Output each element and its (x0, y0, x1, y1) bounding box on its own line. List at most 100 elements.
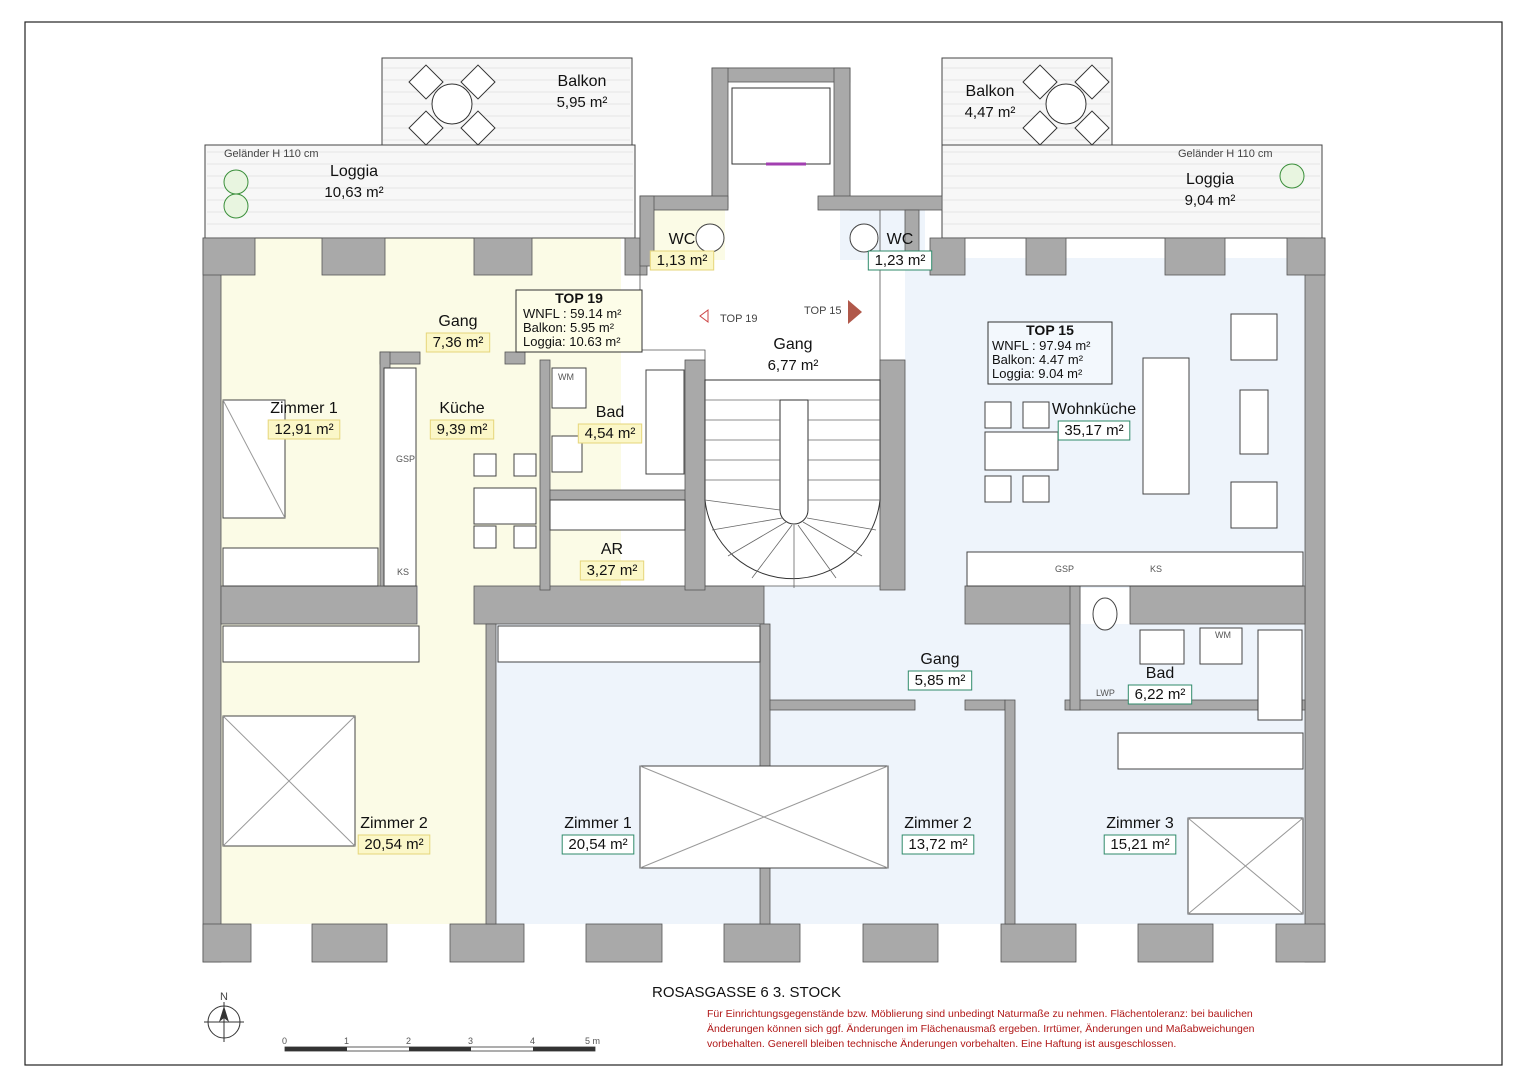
room-area-wohnkueche: 35,17 m² (1064, 422, 1123, 439)
unit-balkon-top19: Balkon: 5.95 m² (523, 320, 615, 335)
room-label-balkon-left: Balkon 5,95 m² (557, 73, 608, 111)
room-label-zimmer1-top19: Zimmer 1 12,91 m² (267, 400, 341, 440)
room-area-gang-top15: 5,85 m² (915, 672, 966, 689)
room-label-ar: AR3,27 m² (579, 541, 645, 581)
room-area-box-gang-top19 (425, 332, 491, 353)
room-name-zimmer1-top19: Zimmer 1 (270, 400, 338, 417)
scale-tick-0: 0 (282, 1036, 287, 1046)
room-area-zimmer2-top19: 20,54 m² (364, 836, 423, 853)
room-label-bad-top19: Bad 4,54 m² (577, 404, 643, 444)
room-name-balkon-left: Balkon (558, 73, 607, 90)
room-labels: Balkon 5,95 m² Loggia 10,63 m² WC 1,13 m² Gang… (267, 73, 1236, 855)
room-label-wc-left: WC 1,13 m² (649, 231, 715, 271)
room-name-zimmer1-top15: Zimmer 1 (564, 815, 632, 832)
ks-label-top19: KS (397, 567, 409, 577)
entrance-label-top19: TOP 19 (720, 313, 758, 325)
room-area-box-zimmer1-top15 (561, 834, 635, 855)
room-area-loggia-right: 9,04 m² (1185, 192, 1236, 209)
room-name-wc-left: WC (669, 231, 696, 248)
room-name-wc-right: WC (887, 231, 914, 248)
room-name-wohnkueche: Wohnküche (1052, 401, 1136, 418)
entrance-marker-top19 (699, 309, 709, 323)
room-area-wc-left: 1,13 m² (657, 252, 708, 269)
gsp-label-top19: GSP (396, 454, 415, 464)
room-area-ar: 3,27 m² (587, 562, 638, 579)
room-area-wc-right: 1,23 m² (875, 252, 926, 269)
room-name-gang-top19: Gang (438, 313, 477, 330)
room-label-zimmer2-top15: Zimmer 2 13,72 m² (901, 815, 975, 855)
room-area-box-kueche (429, 419, 495, 440)
unit-wnfl-top19: WNFL : 59.14 m² (523, 306, 622, 321)
room-label-wc-right: WC 1,23 m² (867, 231, 933, 271)
room-label-zimmer2-top19: Zimmer 2 20,54 m² (357, 815, 431, 855)
room-area-loggia-left: 10,63 m² (324, 184, 383, 201)
room-area-bad-top15: 6,22 m² (1135, 686, 1186, 703)
room-area-bad-top19: 4,54 m² (585, 425, 636, 442)
disclaimer-line-2: Änderungen können sich ggf. Änderungen i… (707, 1023, 1255, 1035)
room-label-wohnkueche: Wohnküche 35,17 m² (1052, 401, 1136, 441)
room-label-loggia-left: Loggia 10,63 m² (324, 163, 383, 201)
unit-balkon-top15: Balkon: 4.47 m² (992, 352, 1084, 367)
room-area-balkon-right: 4,47 m² (965, 104, 1016, 121)
furniture (222, 223, 1304, 915)
room-name-gang-stair: Gang (773, 336, 812, 353)
room-area-gang-stair: 6,77 m² (768, 357, 819, 374)
room-area-kueche: 9,39 m² (437, 421, 488, 438)
room-name-loggia-left: Loggia (330, 163, 378, 180)
entrance-marker-top15 (848, 300, 862, 324)
unit-title-top19: TOP 19 (555, 290, 603, 306)
railing-note-left: Geländer H 110 cm (224, 148, 319, 160)
unit-box-top15: TOP 15 WNFL : 97.94 m² Balkon: 4.47 m² L… (987, 321, 1113, 385)
room-area-box-wohnkueche (1057, 420, 1131, 441)
room-name-zimmer2-top19: Zimmer 2 (360, 815, 428, 832)
address-title: ROSASGASSE 6 3. STOCK (652, 984, 841, 1001)
room-label-zimmer3-top15: Zimmer 3 15,21 m² (1103, 815, 1177, 855)
room-area-box-zimmer2-top15 (901, 834, 975, 855)
room-area-box-gang-top15 (907, 670, 973, 691)
wm-label-top19: WM (558, 372, 574, 382)
room-area-zimmer1-top15: 20,54 m² (568, 836, 627, 853)
north-label: N (220, 991, 228, 1003)
scale-tick-4: 4 (530, 1036, 535, 1046)
unit-box-top19: TOP 19 WNFL : 59.14 m² Balkon: 5.95 m² L… (515, 289, 643, 353)
north-arrow: N (204, 991, 244, 1042)
page-frame (24, 21, 1503, 1066)
room-name-balkon-right: Balkon (966, 83, 1015, 100)
appliance-labels: WM KS GSP KS GSP WM LWP (396, 372, 1231, 698)
disclaimer-line-3: vorbehalten. Generell bleiben technische… (707, 1038, 1176, 1050)
disclaimer-line-1: Für Einrichtungsgegenstände bzw. Möblier… (707, 1008, 1253, 1020)
room-name-kueche: Küche (439, 400, 484, 417)
room-name-zimmer3-top15: Zimmer 3 (1106, 815, 1174, 832)
gsp-label-top15: GSP (1055, 564, 1074, 574)
wm-label-top15: WM (1215, 630, 1231, 640)
room-area-box-zimmer3-top15 (1103, 834, 1177, 855)
room-name-loggia-right: Loggia (1186, 171, 1234, 188)
staircase (704, 87, 881, 588)
room-area-box-bad-top19 (577, 423, 643, 444)
room-area-gang-top19: 7,36 m² (433, 334, 484, 351)
entrance-label-top15: TOP 15 (804, 305, 842, 317)
walls (202, 67, 1326, 963)
room-label-zimmer1-top15: Zimmer 1 20,54 m² (561, 815, 635, 855)
room-name-zimmer2-top15: Zimmer 2 (904, 815, 972, 832)
lwp-label: LWP (1096, 688, 1115, 698)
room-label-loggia-right: Loggia 9,04 m² (1185, 171, 1236, 209)
room-area-box-ar (579, 560, 645, 581)
room-label-gang-top19: Gang 7,36 m² (425, 313, 491, 353)
room-area-box-zimmer1-top19 (267, 419, 341, 440)
room-label-kueche: Küche 9,39 m² (429, 400, 495, 440)
room-name-gang-top15: Gang (920, 651, 959, 668)
room-area-zimmer2-top15: 13,72 m² (908, 836, 967, 853)
scale-tick-2: 2 (406, 1036, 411, 1046)
room-area-balkon-left: 5,95 m² (557, 94, 608, 111)
room-area-box-bad-top15 (1127, 684, 1193, 705)
room-area-box-wc-right (867, 250, 933, 271)
room-area-zimmer3-top15: 15,21 m² (1110, 836, 1169, 853)
room-name-bad-top19: Bad (596, 404, 624, 421)
room-area-zimmer1-top19: 12,91 m² (274, 421, 333, 438)
railing-note-right: Geländer H 110 cm (1178, 148, 1273, 160)
unit-loggia-top15: Loggia: 9.04 m² (992, 366, 1083, 381)
ks-label-top15: KS (1150, 564, 1162, 574)
